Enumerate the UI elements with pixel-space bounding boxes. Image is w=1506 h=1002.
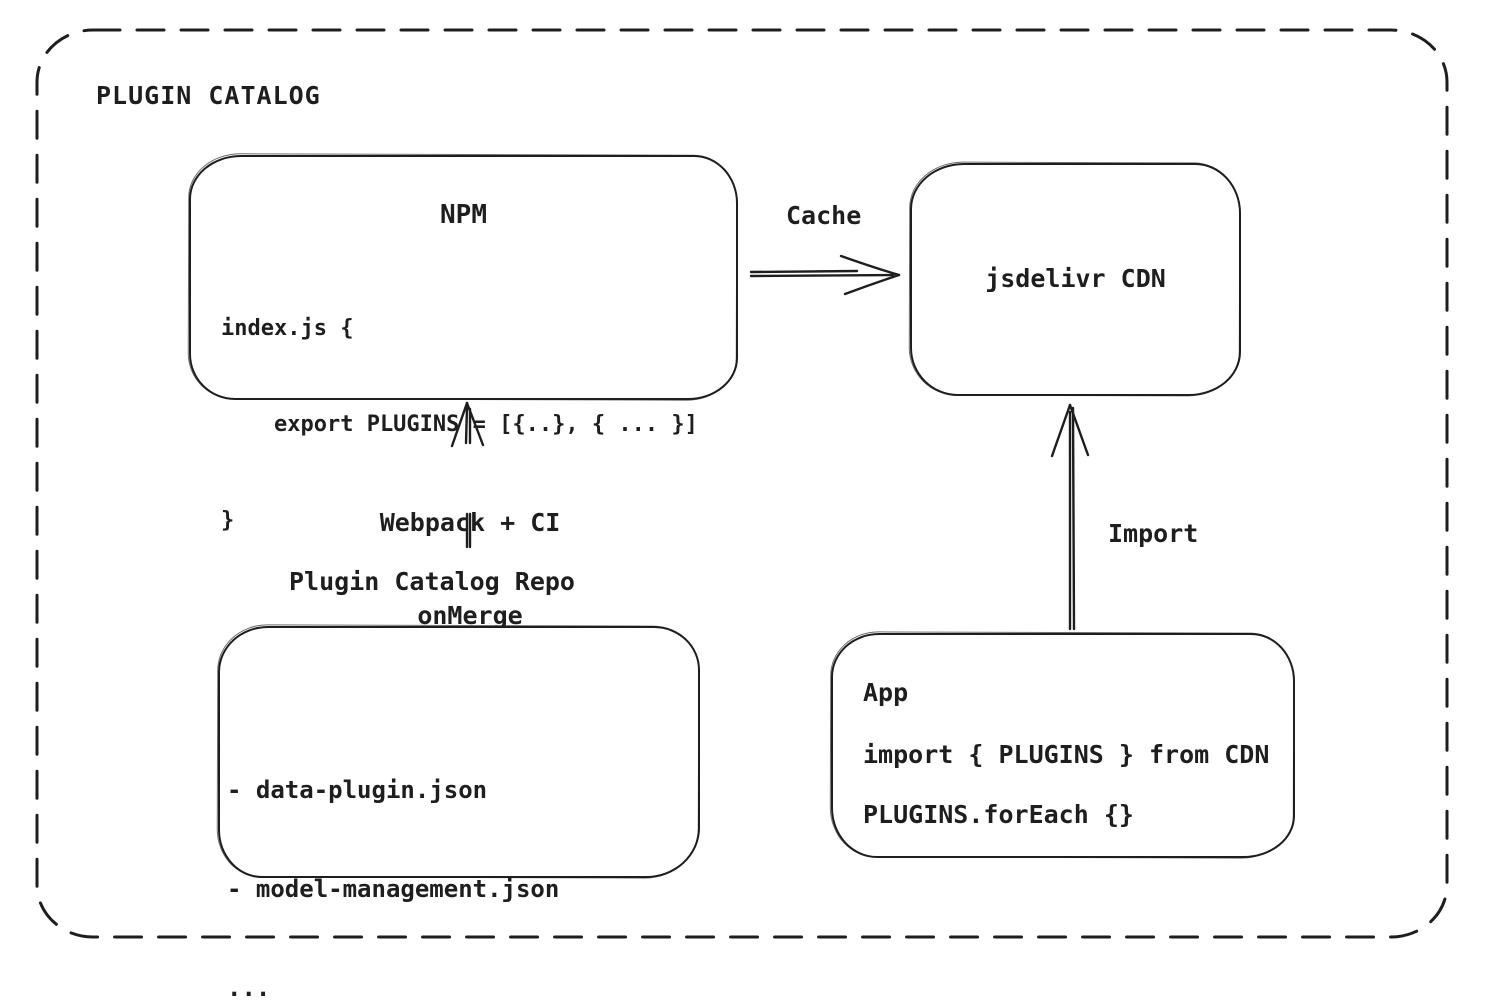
build-edge-label-line: Webpack + CI: [379, 508, 561, 537]
repo-file-item: - model-management.json: [227, 875, 560, 903]
import-edge-label: Import: [1108, 519, 1199, 548]
npm-code-line: index.js {: [221, 316, 354, 341]
cache-edge-label: Cache: [786, 201, 862, 230]
node-cdn: jsdelivr CDN: [910, 163, 1241, 396]
frame-title: PLUGIN CATALOG: [96, 81, 321, 110]
build-arrow: [450, 401, 485, 549]
repo-file-item: - data-plugin.json: [227, 776, 488, 804]
frame-border: [35, 28, 1449, 939]
cache-arrow: [749, 254, 901, 296]
node-npm: NPM index.js { export PLUGINS = [{..}, {…: [189, 155, 738, 533]
npm-title: NPM: [440, 200, 487, 230]
npm-code-line: }: [221, 508, 235, 533]
repo-file-list: - data-plugin.json - model-management.js…: [227, 708, 559, 1002]
npm-code-block: index.js { export PLUGINS = [{..}, { ...…: [221, 249, 698, 601]
app-code-line: import { PLUGINS } from CDN: [863, 740, 1270, 769]
import-arrow: [1050, 403, 1090, 631]
npm-code-line: export PLUGINS = [{..}, { ... }]: [221, 412, 698, 437]
cdn-label: jsdelivr CDN: [985, 264, 1166, 294]
app-code-line: PLUGINS.forEach {}: [863, 800, 1134, 829]
node-repo: - data-plugin.json - model-management.js…: [218, 626, 700, 1002]
repo-title: Plugin Catalog Repo: [289, 567, 575, 596]
node-app: App import { PLUGINS } from CDN PLUGINS.…: [831, 633, 1295, 858]
app-title: App: [863, 678, 909, 707]
repo-file-item: ...: [227, 974, 271, 1002]
